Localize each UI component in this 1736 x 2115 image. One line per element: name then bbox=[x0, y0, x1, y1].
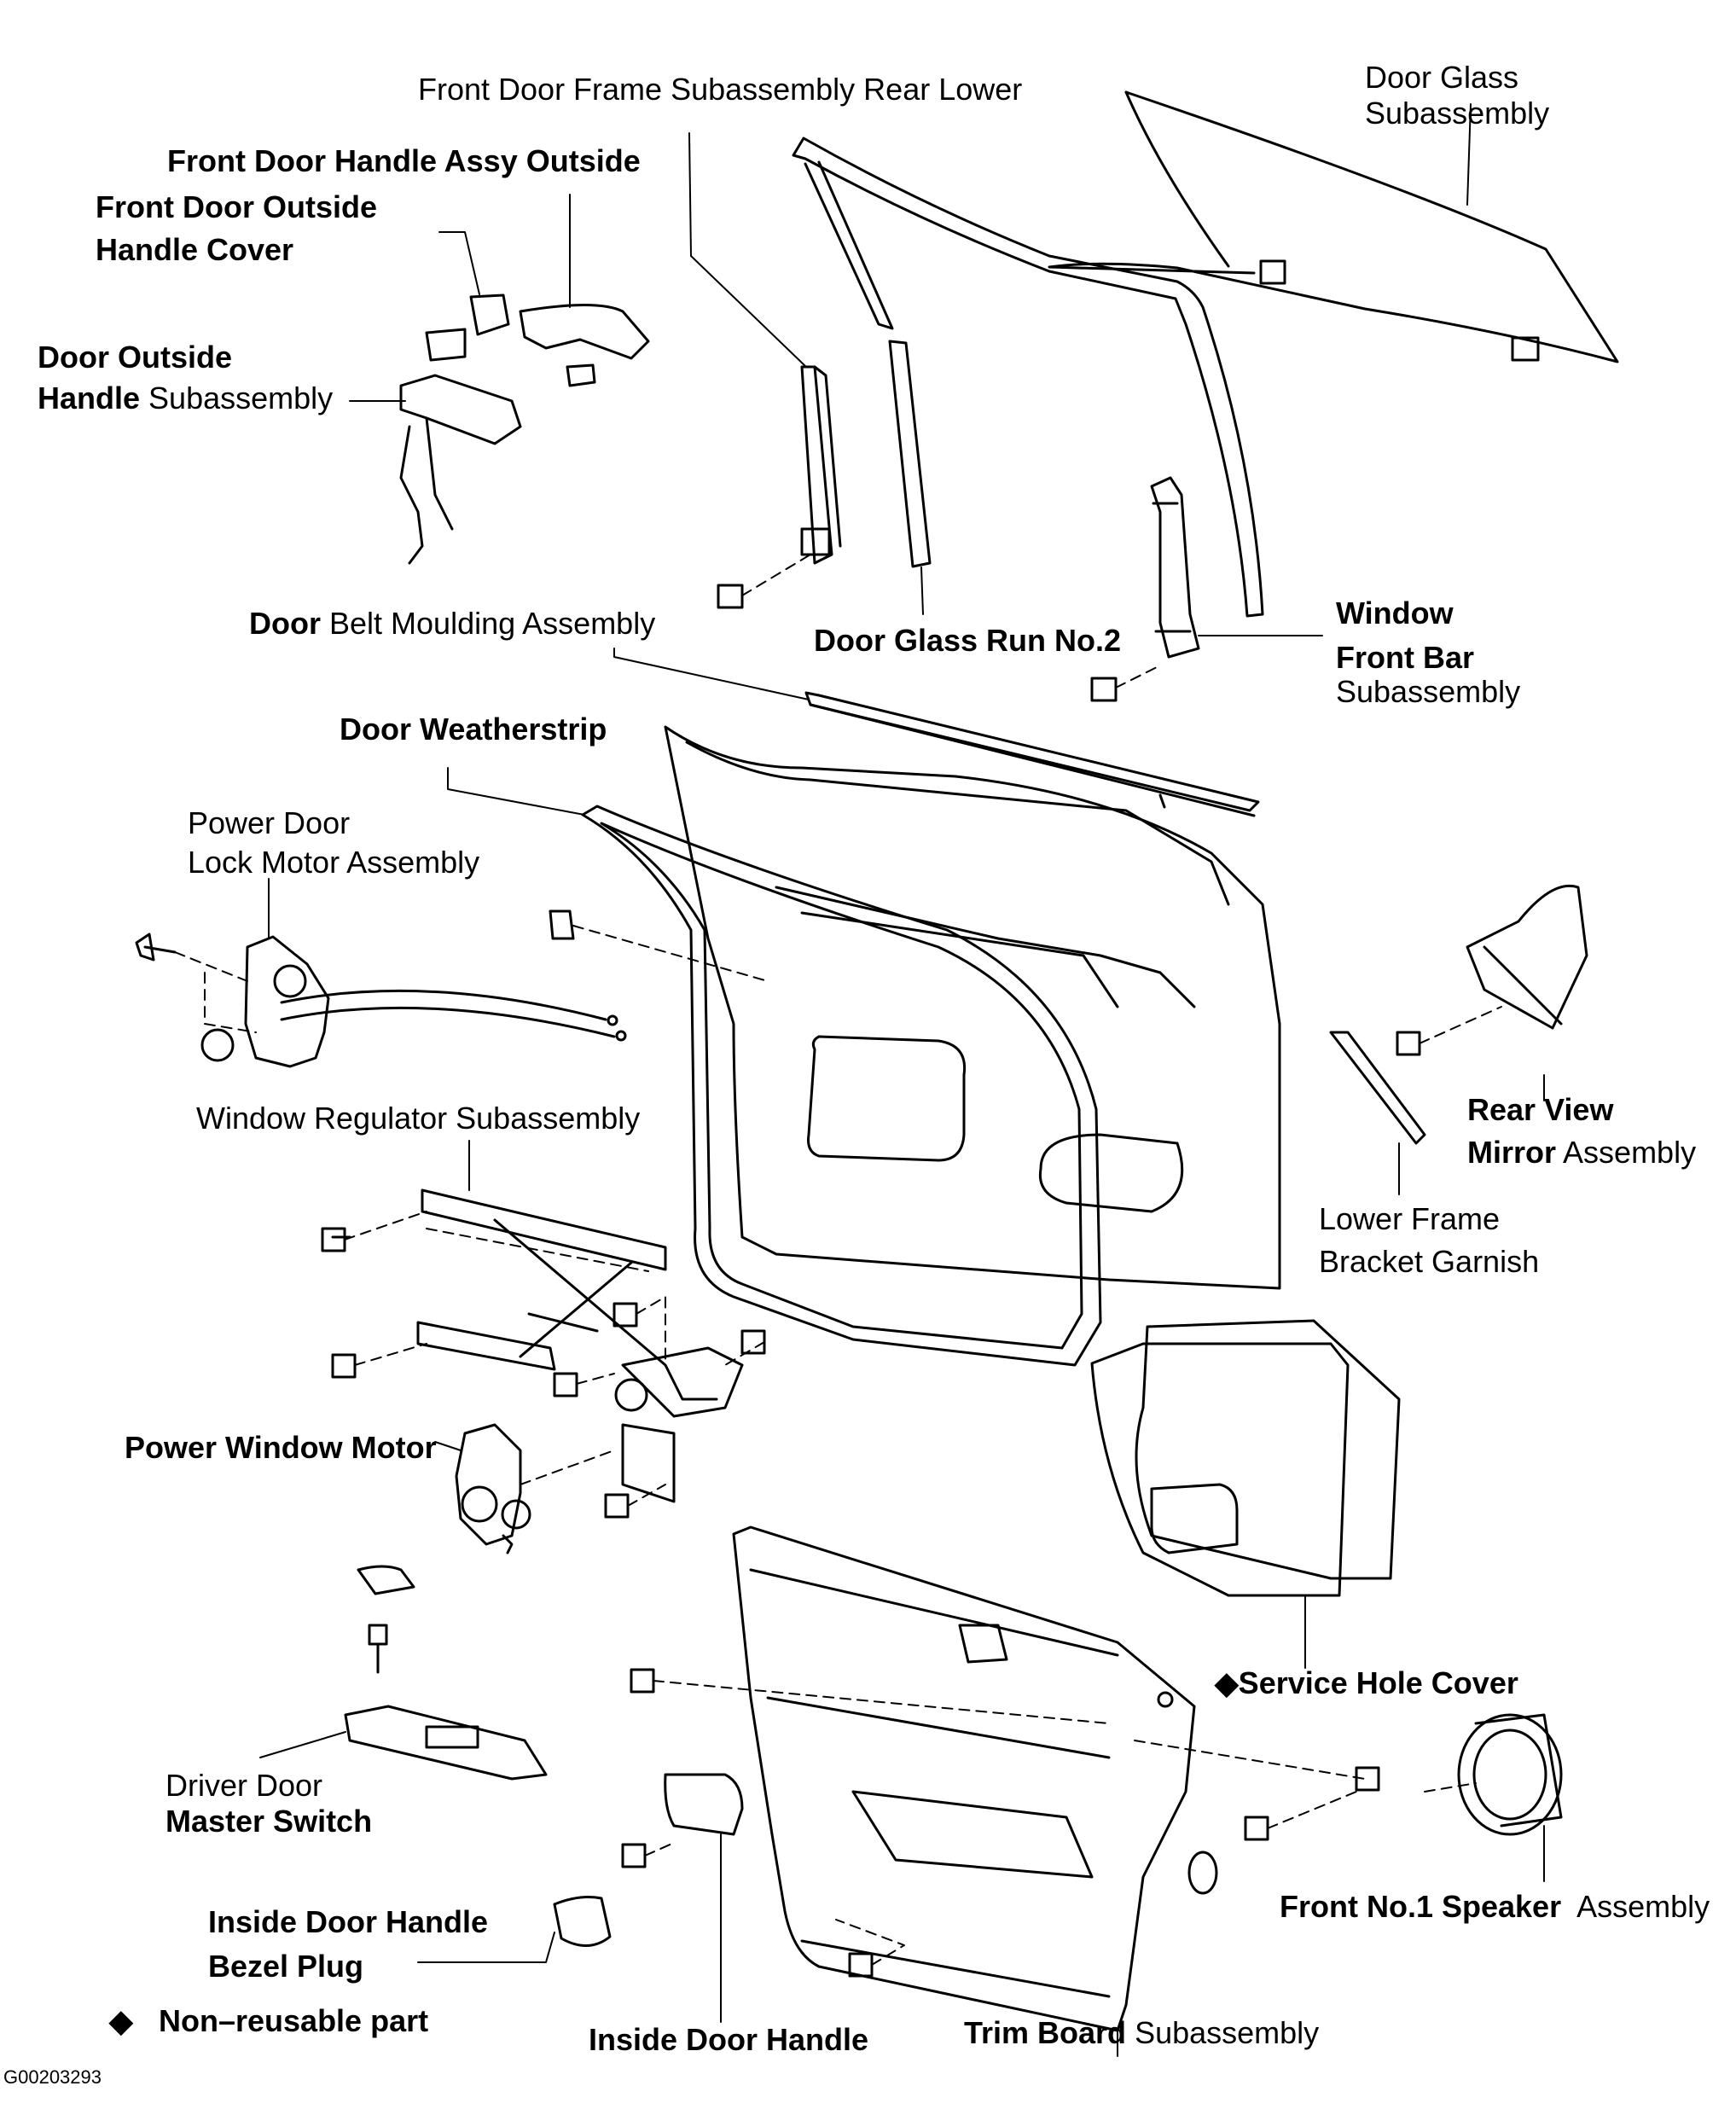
label-service-hole: ◆Service Hole Cover bbox=[1215, 1665, 1518, 1700]
label-lower-frame-1: Lower Frame bbox=[1319, 1201, 1501, 1236]
speaker-part bbox=[1187, 1713, 1563, 1895]
window-regulator-part bbox=[321, 1188, 766, 1519]
lock-motor-part bbox=[135, 909, 627, 1068]
label-rear-view-1: Rear View bbox=[1467, 1092, 1614, 1127]
label-rear-view-2a: Mirror bbox=[1467, 1135, 1557, 1170]
window-front-bar-part bbox=[1150, 476, 1200, 659]
dashed-connections bbox=[174, 554, 1502, 1966]
label-speaker-b: Assembly bbox=[1576, 1889, 1710, 1924]
label-belt-moulding-a: Door bbox=[249, 606, 321, 641]
weatherstrip-part bbox=[581, 805, 1102, 1367]
label-window-front-bar-2: Front Bar bbox=[1336, 640, 1474, 675]
label-trim-board-b: Subassembly bbox=[1135, 2015, 1320, 2050]
legend-symbol: ◆ bbox=[109, 2003, 133, 2038]
door-glass-part bbox=[1048, 90, 1619, 363]
label-frame-rear-lower: Front Door Frame Subassembly Rear Lower bbox=[418, 72, 1023, 107]
label-lock-motor-2: Lock Motor Assembly bbox=[188, 845, 480, 880]
label-rear-view-2: Mirror Assembly bbox=[1467, 1135, 1696, 1171]
label-inside-handle: Inside Door Handle bbox=[589, 2022, 869, 2057]
belt-moulding-part bbox=[804, 691, 1260, 817]
service-hole-cover-part bbox=[1090, 1319, 1401, 1597]
label-handle-assy-outside: Front Door Handle Assy Outside bbox=[167, 143, 641, 178]
master-switch-part bbox=[344, 1565, 548, 1781]
label-door-outside-2b: Subassembly bbox=[148, 381, 334, 415]
label-bezel-plug-2: Bezel Plug bbox=[208, 1949, 364, 1984]
fasteners bbox=[630, 584, 1118, 1978]
label-outside-handle-cover-1: Front Door Outside bbox=[96, 189, 377, 224]
label-door-glass-1: Door Glass bbox=[1365, 60, 1519, 95]
label-belt-moulding: Door Belt Moulding Assembly bbox=[249, 606, 655, 642]
label-bezel-plug-1: Inside Door Handle bbox=[208, 1904, 489, 1939]
label-weatherstrip: Door Weatherstrip bbox=[340, 712, 607, 747]
label-door-glass-2: Subassembly bbox=[1365, 96, 1550, 131]
leader-lines bbox=[259, 103, 1545, 2057]
label-lower-frame-2: Bracket Garnish bbox=[1319, 1244, 1540, 1279]
label-door-outside-2a: Handle bbox=[38, 381, 141, 415]
label-window-motor: Power Window Motor bbox=[125, 1430, 437, 1465]
label-door-outside-1: Door Outside bbox=[38, 340, 233, 375]
diagram-code: G00203293 bbox=[3, 2066, 102, 2088]
label-trim-board: Trim Board Subassembly bbox=[964, 2015, 1319, 2051]
legend-text: Non–reusable part bbox=[159, 2003, 429, 2038]
label-speaker-a: Front No.1 Speaker bbox=[1280, 1889, 1562, 1924]
label-master-switch-1: Driver Door bbox=[165, 1768, 323, 1803]
label-belt-moulding-b: Belt Moulding Assembly bbox=[329, 606, 656, 641]
label-regulator: Window Regulator Subassembly bbox=[196, 1101, 641, 1136]
outside-handle-parts bbox=[399, 293, 650, 565]
label-window-front-bar-1: Window bbox=[1336, 596, 1454, 630]
label-trim-board-a: Trim Board bbox=[964, 2015, 1127, 2050]
label-door-outside-2: Handle Subassembly bbox=[38, 381, 333, 416]
door-panel-part bbox=[664, 725, 1281, 1290]
label-master-switch-2: Master Switch bbox=[165, 1804, 373, 1839]
label-rear-view-2b: Assembly bbox=[1563, 1135, 1697, 1170]
window-motor-part bbox=[455, 1423, 531, 1554]
label-window-front-bar-3: Subassembly bbox=[1336, 674, 1521, 709]
inside-handle-part bbox=[553, 1773, 744, 1947]
label-outside-handle-cover-2: Handle Cover bbox=[96, 232, 294, 267]
trim-board-part bbox=[732, 1525, 1196, 2032]
door-frame-channel-part bbox=[792, 137, 1264, 618]
label-glass-run: Door Glass Run No.2 bbox=[814, 623, 1122, 658]
label-speaker: Front No.1 Speaker Assembly bbox=[1280, 1889, 1710, 1925]
label-lock-motor-1: Power Door bbox=[188, 805, 351, 840]
